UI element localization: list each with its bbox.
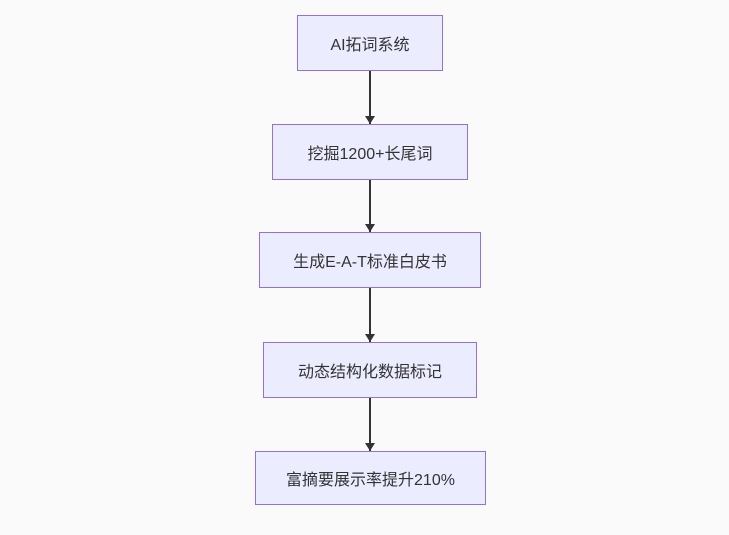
- node-label: 动态结构化数据标记: [297, 364, 442, 381]
- flowchart-node-dynamic-structured-data-markup: 动态结构化数据标记: [263, 342, 477, 398]
- node-label: 挖掘1200+长尾词: [307, 146, 433, 163]
- node-label: 生成E-A-T标准白皮书: [293, 254, 447, 271]
- arrow-connector-4: [369, 398, 371, 451]
- flowchart-node-ai-word-expansion-system: AI拓词系统: [297, 15, 443, 71]
- node-label: AI拓词系统: [330, 37, 410, 54]
- node-label: 富摘要展示率提升210%: [286, 472, 455, 489]
- flowchart-node-generate-eat-whitepaper: 生成E-A-T标准白皮书: [259, 232, 481, 288]
- flowchart-node-mine-longtail-keywords: 挖掘1200+长尾词: [272, 124, 468, 180]
- flowchart-node-rich-snippet-rate-increase: 富摘要展示率提升210%: [255, 451, 486, 505]
- arrow-connector-2: [369, 180, 371, 232]
- arrow-connector-1: [369, 71, 371, 124]
- arrow-connector-3: [369, 288, 371, 342]
